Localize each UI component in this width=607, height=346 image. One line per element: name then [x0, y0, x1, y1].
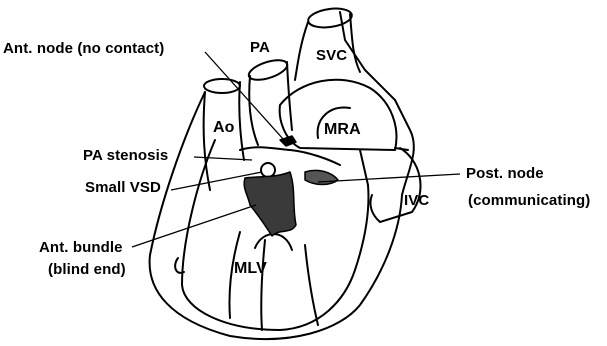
leader-post-node	[318, 174, 460, 182]
aorta-outline	[204, 82, 244, 190]
aorta-opening	[204, 79, 240, 93]
label-small-vsd: Small VSD	[85, 180, 161, 195]
ivc-outline	[370, 148, 420, 222]
label-post-node-detail: (communicating)	[468, 193, 590, 208]
ventricle-trabecula	[229, 232, 318, 330]
label-pa-stenosis: PA stenosis	[83, 148, 168, 163]
label-mra: MRA	[324, 122, 361, 138]
septum-ridge	[240, 147, 340, 165]
label-ao: Ao	[213, 120, 235, 136]
label-ivc: IVC	[404, 193, 429, 208]
label-pa: PA	[250, 40, 270, 55]
valve-leaflet	[255, 234, 292, 250]
label-ant-bundle: Ant. bundle	[39, 240, 123, 255]
svc-opening	[307, 6, 353, 30]
pa-opening	[247, 56, 290, 84]
label-mlv: MLV	[234, 261, 267, 277]
label-post-node: Post. node	[466, 166, 544, 181]
small-vsd-hole	[261, 163, 275, 177]
mra-cavity	[280, 80, 397, 150]
label-svc: SVC	[316, 48, 347, 63]
conduction-bundle	[244, 172, 296, 236]
label-ant-bundle-detail: (blind end)	[48, 262, 126, 277]
label-ant-node: Ant. node (no contact)	[3, 41, 164, 56]
